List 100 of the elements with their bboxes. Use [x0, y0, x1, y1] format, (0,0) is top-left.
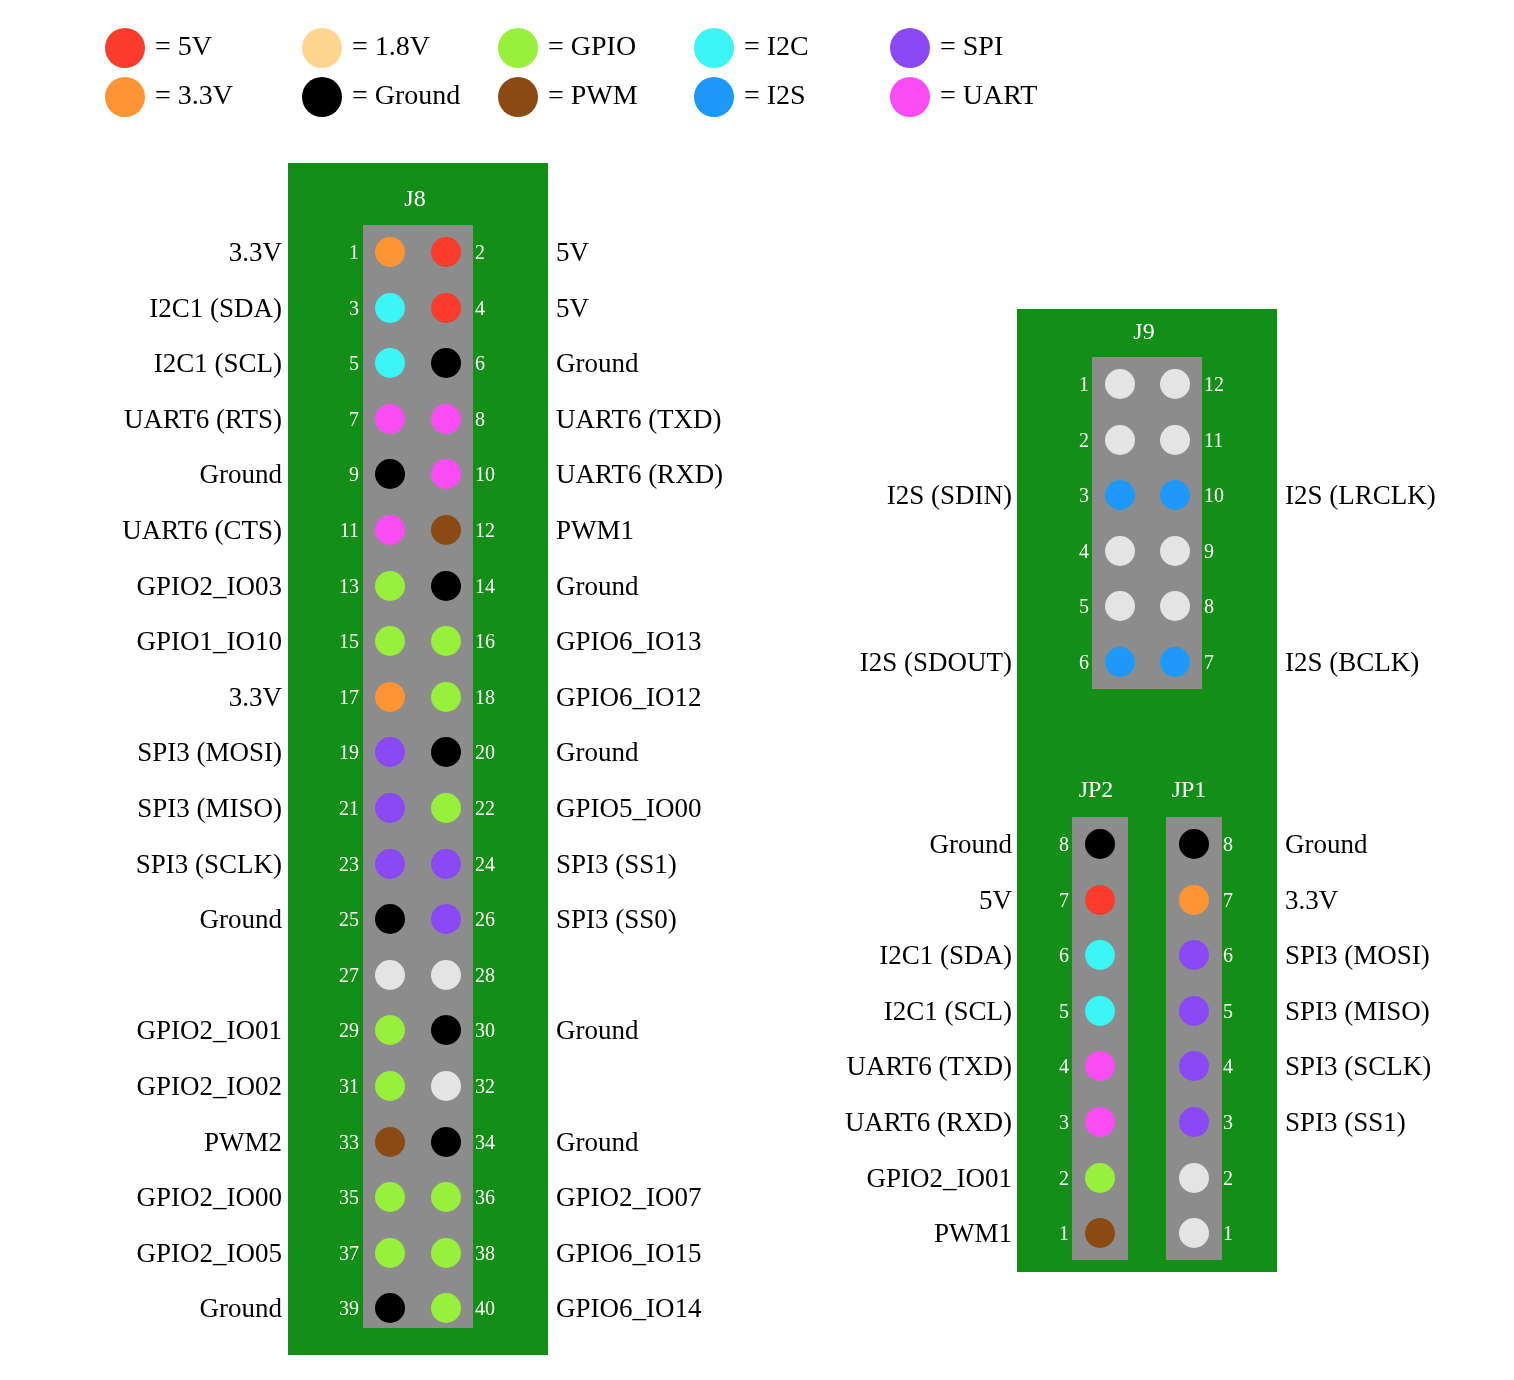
pin-number: 7 — [1223, 887, 1233, 912]
pin-number: 9 — [349, 462, 359, 487]
pin-number: 27 — [339, 962, 359, 987]
pin-number: 11 — [339, 518, 359, 542]
pin-label: I2S (SDIN) — [886, 480, 1012, 511]
pin-number: 29 — [339, 1018, 359, 1043]
pin-number: 6 — [475, 351, 485, 376]
pin-number: 21 — [339, 796, 359, 820]
pin-label: UART6 (RXD) — [844, 1107, 1012, 1137]
pin-number: 38 — [475, 1240, 495, 1265]
pin-label: SPI3 (MISO) — [137, 793, 282, 823]
pin-label: 3.3V — [1285, 884, 1339, 915]
pin-label: Ground — [199, 459, 282, 490]
pin-number: 8 — [1223, 832, 1233, 856]
pin-label: SPI3 (SS1) — [556, 848, 677, 879]
pin-number: 1 — [349, 240, 359, 264]
pin-number: 6 — [1079, 650, 1089, 674]
pin-number: 34 — [475, 1129, 495, 1154]
pin-number: 19 — [339, 740, 359, 765]
pin-number: 30 — [475, 1018, 495, 1043]
pin-label: SPI3 (SCLK) — [135, 848, 282, 879]
pin-label: PWM1 — [556, 515, 634, 545]
pin-number: 2 — [475, 240, 485, 264]
pin-label: SPI3 (MOSI) — [1285, 940, 1430, 971]
pin-number: 39 — [339, 1296, 359, 1321]
pin-label: Ground — [556, 570, 639, 601]
pin-number: 9 — [1204, 538, 1214, 563]
pin-label: I2S (BCLK) — [1285, 647, 1420, 677]
pin-number: 8 — [475, 406, 485, 431]
pin-number: 2 — [1223, 1165, 1233, 1190]
pin-label: Ground — [556, 1126, 639, 1157]
pin-number: 14 — [475, 573, 495, 598]
legend-label: = I2C — [744, 30, 809, 62]
pin-label: PWM1 — [934, 1218, 1012, 1249]
pin-number: 12 — [475, 518, 495, 542]
pin-number: 11 — [1204, 427, 1224, 452]
pin-number: 2 — [1079, 427, 1089, 452]
pin-label: GPIO2_IO05 — [136, 1237, 282, 1268]
pin-label: I2C1 (SCL) — [883, 995, 1012, 1026]
pin-number: 37 — [339, 1240, 359, 1265]
pin-number: 20 — [475, 740, 495, 765]
pin-number: 3 — [1059, 1110, 1069, 1134]
legend-label: = Ground — [352, 79, 461, 111]
pin-number: 2 — [1059, 1165, 1069, 1190]
pin-label: GPIO6_IO14 — [556, 1293, 702, 1324]
header-label: JP2 — [1078, 776, 1114, 803]
pin-number: 24 — [475, 851, 495, 876]
pin-label: I2C1 (SDA) — [879, 940, 1012, 971]
pin-label: I2C1 (SCL) — [153, 348, 282, 379]
pin-number: 35 — [339, 1185, 359, 1210]
pin-label: 3.3V — [228, 681, 282, 712]
pin-number: 18 — [475, 684, 495, 709]
pin-label: GPIO6_IO15 — [556, 1237, 702, 1268]
pin-number: 26 — [475, 907, 495, 932]
pin-label: UART6 (TXD) — [556, 403, 722, 434]
pin-label: SPI3 (SCLK) — [1285, 1051, 1432, 1082]
pin-label: UART6 (RXD) — [556, 459, 724, 490]
pin-number: 7 — [349, 406, 359, 431]
pin-number: 10 — [475, 462, 495, 487]
pin-number: 15 — [339, 629, 359, 654]
pin-label: GPIO6_IO13 — [556, 626, 702, 657]
legend-label: = PWM — [548, 79, 638, 111]
pin-label: GPIO2_IO02 — [136, 1071, 282, 1101]
pin-number: 17 — [339, 684, 359, 709]
pin-number: 4 — [1059, 1054, 1069, 1079]
legend-label: = 3.3V — [155, 79, 233, 111]
pin-number: 40 — [475, 1296, 495, 1321]
pin-label: GPIO2_IO03 — [136, 570, 282, 601]
pin-label: GPIO2_IO01 — [136, 1015, 282, 1046]
pin-number: 5 — [1079, 594, 1089, 619]
pin-number: 31 — [339, 1074, 359, 1098]
legend-label: = SPI — [940, 30, 1004, 62]
pin-number: 28 — [475, 962, 495, 987]
pin-number: 33 — [339, 1129, 359, 1154]
pin-number: 22 — [475, 796, 495, 820]
pin-label: Ground — [556, 1015, 639, 1046]
pin-number: 4 — [1079, 538, 1089, 563]
pin-label: 3.3V — [228, 237, 282, 267]
pin-label: 5V — [979, 884, 1012, 915]
pin-number: 5 — [1059, 998, 1069, 1023]
header-label: J8 — [404, 185, 426, 212]
pin-number: 25 — [339, 907, 359, 932]
legend-label: = UART — [940, 79, 1038, 111]
pin-label: I2S (LRCLK) — [1285, 480, 1436, 511]
legend-label: = I2S — [744, 79, 806, 111]
pin-number: 36 — [475, 1185, 495, 1210]
pin-label: SPI3 (SS0) — [556, 904, 677, 935]
pin-number: 8 — [1059, 832, 1069, 856]
pin-number: 4 — [1223, 1054, 1233, 1079]
legend-label: = 5V — [155, 30, 212, 62]
pin-label: UART6 (TXD) — [846, 1051, 1012, 1082]
pin-label: GPIO5_IO00 — [556, 793, 702, 823]
pin-number: 16 — [475, 629, 495, 654]
pin-label: GPIO2_IO01 — [866, 1162, 1012, 1193]
pin-number: 5 — [349, 351, 359, 376]
pin-number: 3 — [1079, 483, 1089, 508]
pin-number: 10 — [1204, 483, 1224, 508]
pin-label: SPI3 (MOSI) — [137, 737, 282, 768]
pin-label: UART6 (CTS) — [122, 515, 282, 545]
pin-number: 7 — [1204, 650, 1214, 674]
